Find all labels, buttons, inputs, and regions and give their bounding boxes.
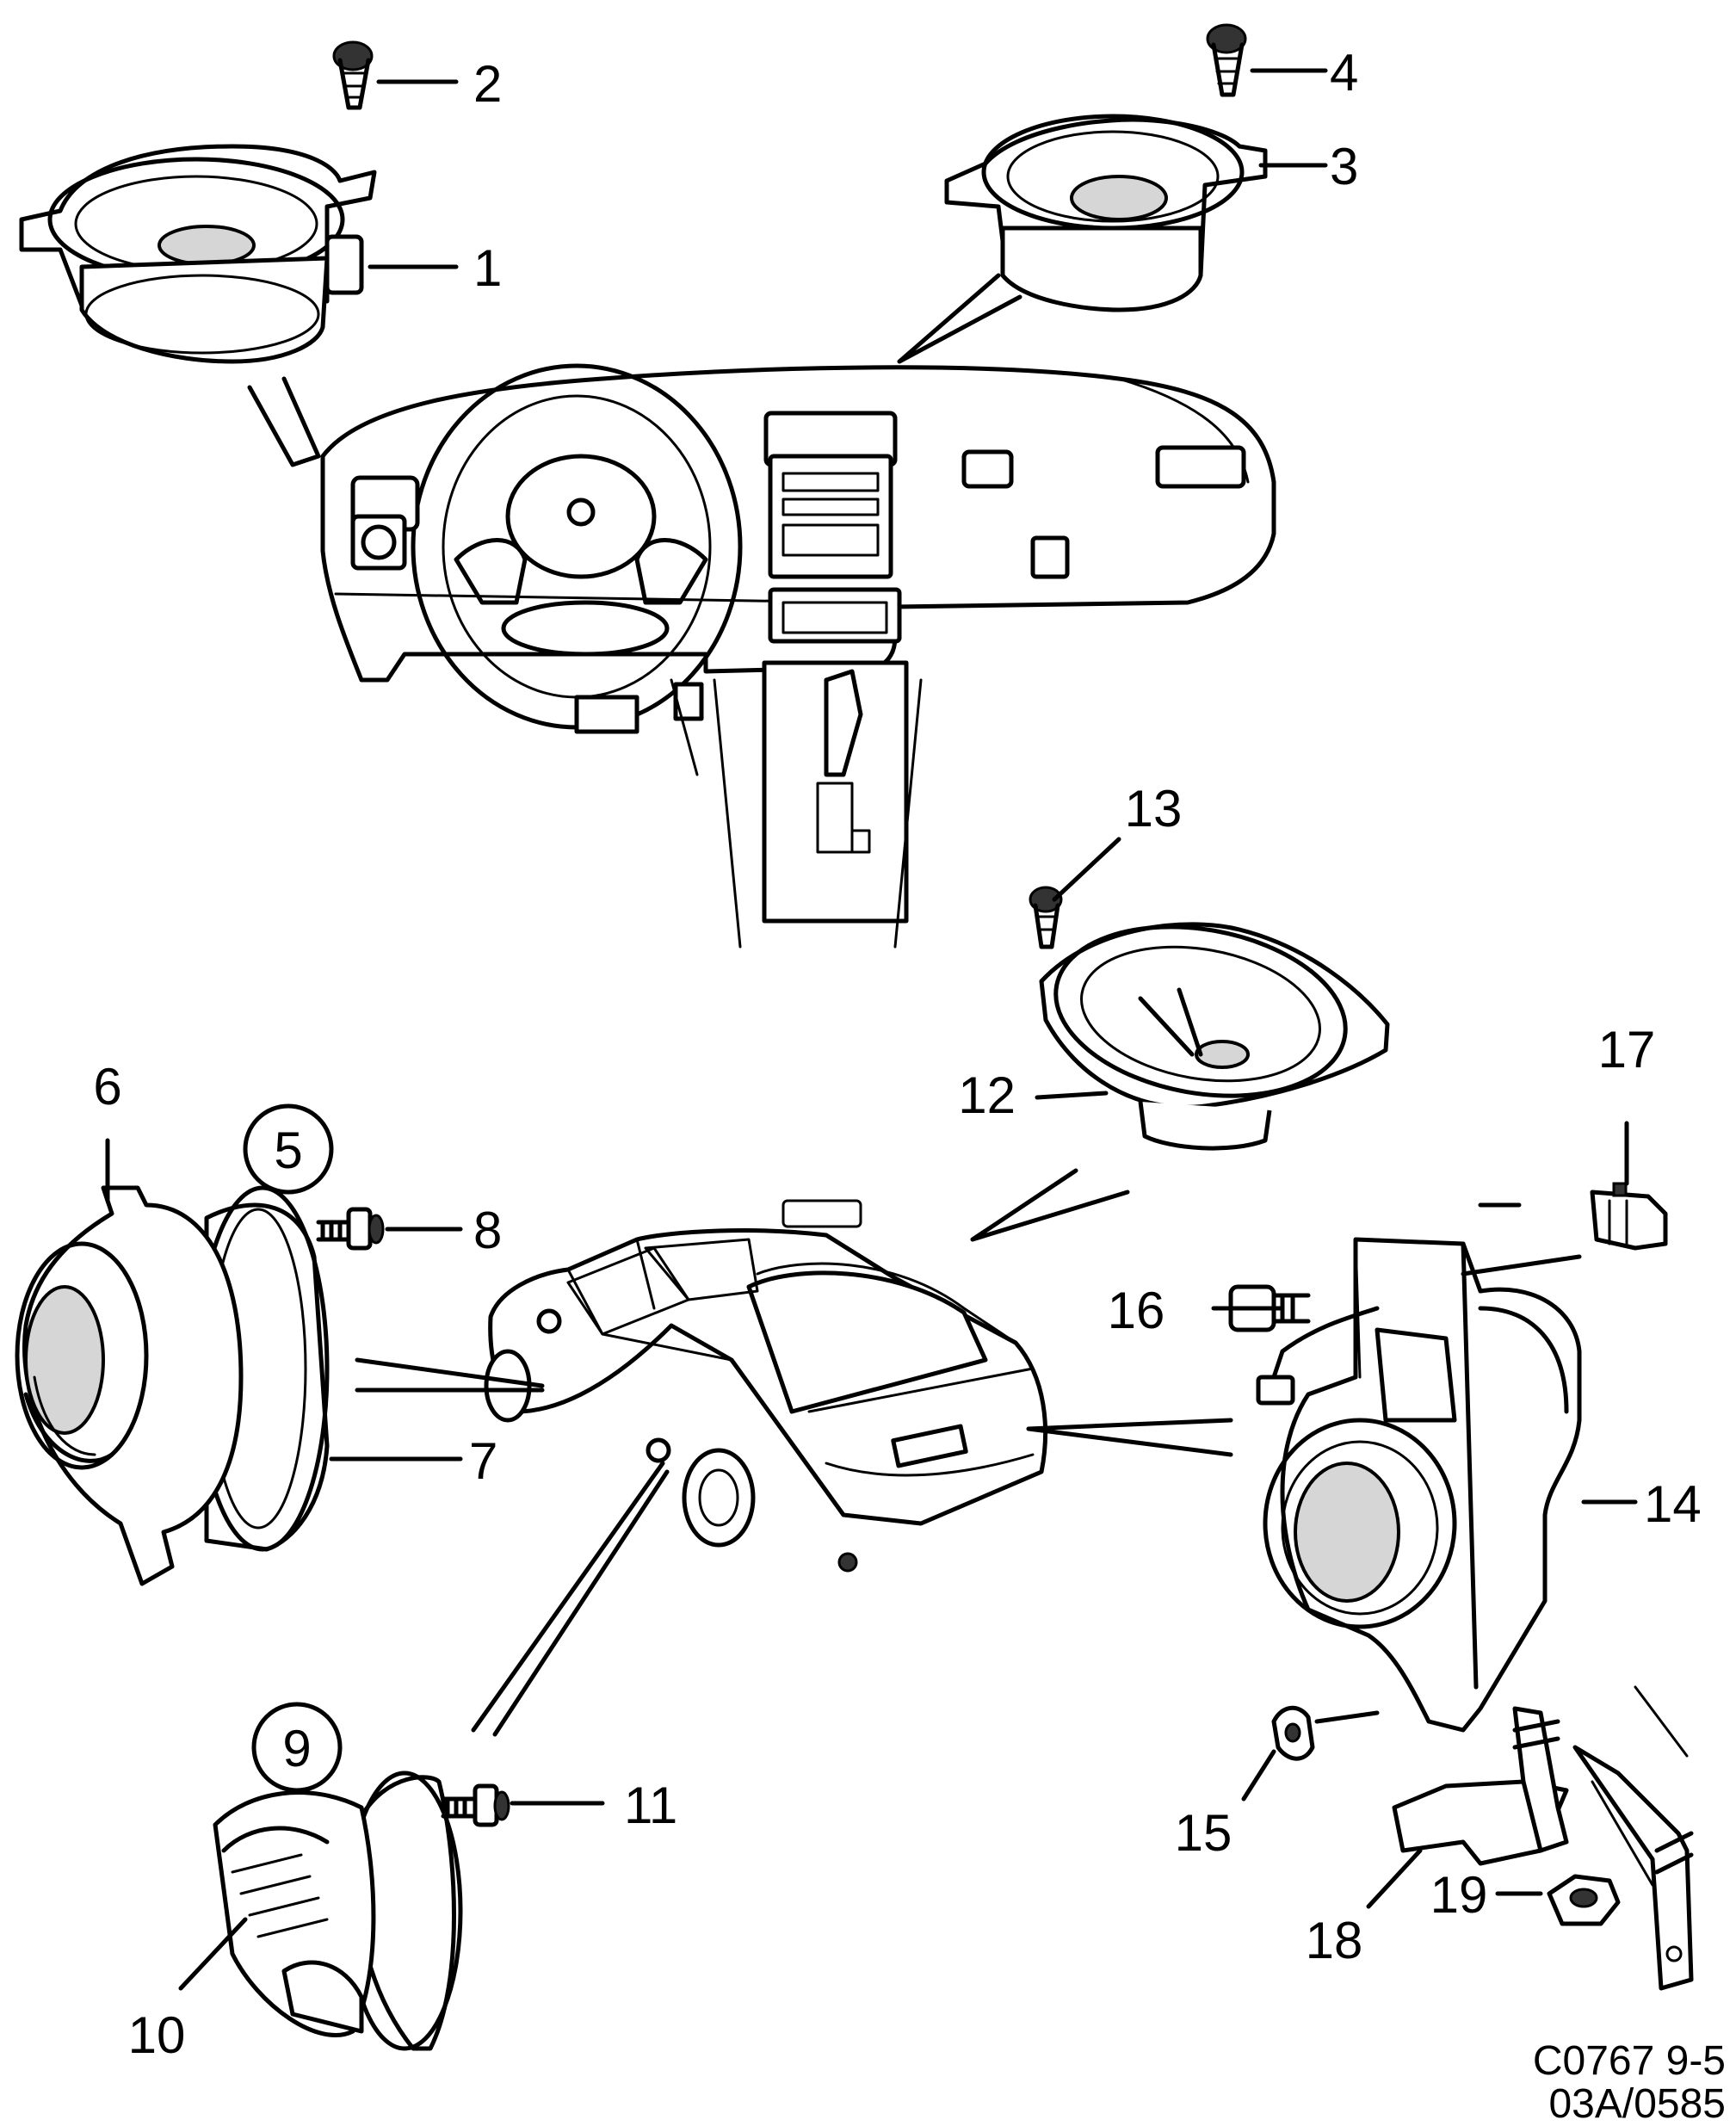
part-label-18: 18 — [1306, 1912, 1363, 1969]
bolt-8-icon — [316, 1207, 385, 1251]
door-speaker-6-7 — [15, 1185, 330, 1586]
door-speaker-9-10 — [213, 1771, 463, 2051]
leader-lines — [105, 68, 1638, 1991]
dash-speaker-left — [19, 144, 377, 364]
car-illustration — [484, 1199, 1048, 1573]
part-label-19: 19 — [1430, 1866, 1488, 1924]
part-label-12: 12 — [958, 1066, 1016, 1124]
part-label-11: 11 — [624, 1777, 677, 1834]
group-marker-5: 5 — [243, 1103, 334, 1195]
part-label-2: 2 — [473, 55, 502, 113]
screw-2-icon — [332, 40, 374, 110]
part-label-3: 3 — [1330, 138, 1358, 195]
part-label-4: 4 — [1330, 44, 1358, 102]
group-label-5: 5 — [274, 1122, 302, 1179]
part-label-14: 14 — [1644, 1475, 1702, 1533]
reference-code-line1: C0767 9-5 — [1533, 2038, 1726, 2084]
dashboard-illustration — [320, 363, 1276, 949]
part-label-15: 15 — [1175, 1804, 1232, 1862]
clip-15-icon — [1271, 1705, 1315, 1761]
connector-17-icon — [1590, 1182, 1668, 1251]
part-label-1: 1 — [473, 239, 502, 297]
part-label-13: 13 — [1125, 780, 1183, 837]
part-label-16: 16 — [1108, 1282, 1165, 1339]
part-label-7: 7 — [469, 1432, 497, 1490]
screw-4-icon — [1206, 23, 1247, 97]
bracket-18-icon — [1392, 1685, 1694, 1991]
part-label-6: 6 — [93, 1058, 121, 1116]
group-marker-9: 9 — [251, 1702, 343, 1793]
part-label-8: 8 — [473, 1202, 502, 1259]
oval-speaker-12 — [1039, 922, 1390, 1151]
group-label-9: 9 — [282, 1720, 311, 1777]
bolt-11-icon — [441, 1783, 510, 1827]
part-label-17: 17 — [1598, 1021, 1656, 1078]
subwoofer-enclosure-14 — [1256, 1237, 1582, 1733]
screw-13-icon — [1029, 886, 1063, 949]
reference-code-line2: 03A/0585 — [1548, 2081, 1726, 2126]
dash-speaker-right — [944, 114, 1268, 312]
part-label-10: 10 — [128, 2006, 186, 2064]
nut-19-icon — [1547, 1874, 1621, 1926]
